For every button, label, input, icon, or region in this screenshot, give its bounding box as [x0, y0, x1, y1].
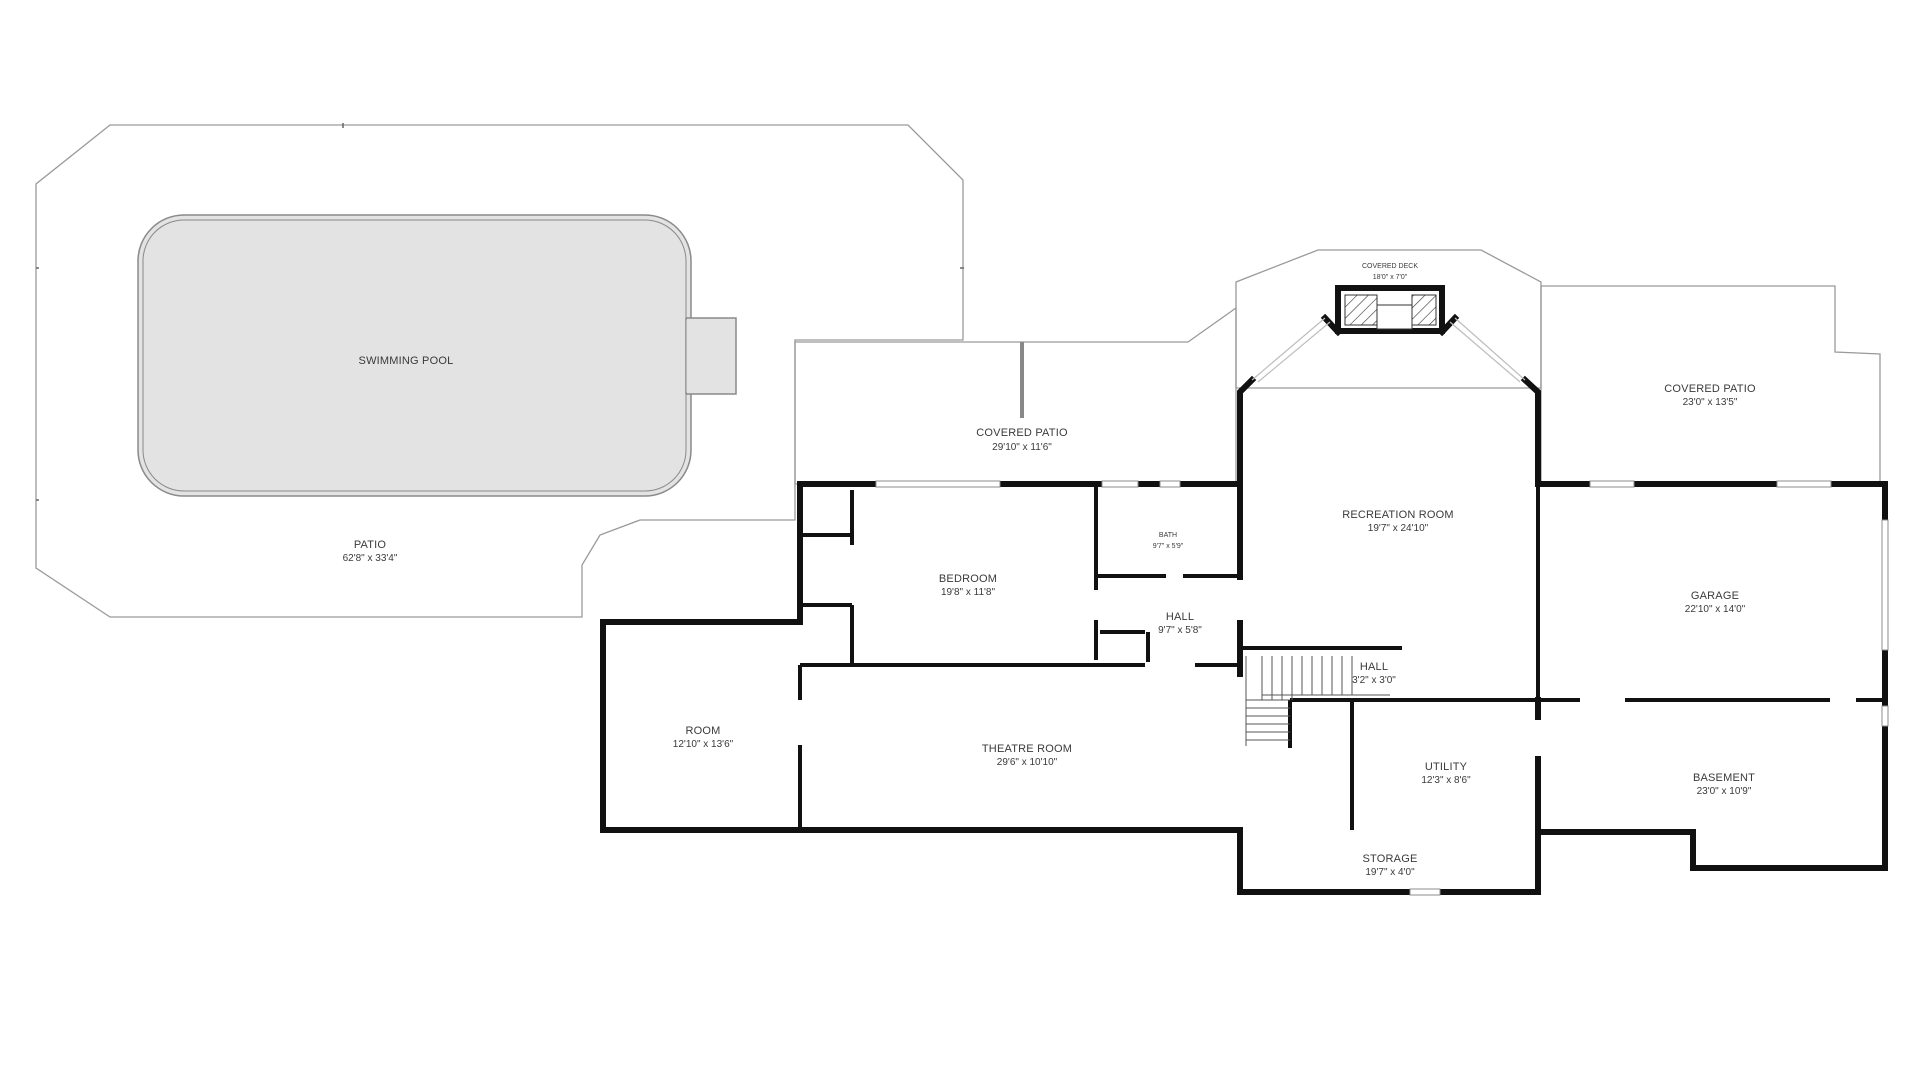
- room-size: 12'10" x 13'6": [673, 739, 734, 750]
- theatre-room-label: THEATRE ROOM: [982, 743, 1072, 755]
- covered-patio-right-label: COVERED PATIO: [1664, 383, 1756, 395]
- theatre-room-size: 29'6" x 10'10": [997, 757, 1058, 768]
- recreation-room-label: RECREATION ROOM: [1342, 509, 1454, 521]
- covered-patio-left-outline: [794, 306, 1237, 485]
- patio-label: PATIO: [354, 539, 387, 551]
- storage-label: STORAGE: [1363, 853, 1418, 865]
- hall-upper-label: HALL: [1166, 611, 1194, 623]
- storage-size: 19'7" x 4'0": [1365, 867, 1415, 878]
- hall-lower-label: HALL: [1360, 661, 1388, 673]
- covered-patio-right-size: 23'0" x 13'5": [1683, 397, 1738, 408]
- utility-label: UTILITY: [1425, 761, 1468, 773]
- covered-patio-left-size: 29'10" x 11'6": [992, 442, 1052, 453]
- basement-label: BASEMENT: [1693, 772, 1755, 784]
- bath-size: 9'7" x 5'9": [1153, 543, 1184, 550]
- hall-upper-size: 9'7" x 5'8": [1158, 625, 1202, 636]
- utility-size: 12'3" x 8'6": [1421, 775, 1471, 786]
- covered-deck-size: 18'0" x 7'0": [1373, 274, 1408, 281]
- garage-label: GARAGE: [1691, 590, 1739, 602]
- patio-outline: [35, 124, 964, 618]
- recreation-room-size: 19'7" x 24'10": [1368, 523, 1429, 534]
- bedroom-label: BEDROOM: [939, 573, 997, 585]
- bath-label: BATH: [1159, 532, 1177, 539]
- windows: [797, 317, 1889, 896]
- pool-steps: [685, 317, 737, 395]
- hall-lower-size: 3'2" x 3'0": [1352, 675, 1396, 686]
- patio-outline-ticks: [36, 123, 964, 501]
- room-label: ROOM: [685, 725, 720, 737]
- fireplace-hearth: [1344, 294, 1378, 326]
- garage-size: 22'10" x 14'0": [1685, 604, 1746, 615]
- covered-patio-left-label: COVERED PATIO: [976, 427, 1068, 439]
- stairs: [1245, 656, 1390, 746]
- basement-size: 23'0" x 10'9": [1697, 786, 1752, 797]
- swimming-pool-label: SWIMMING POOL: [359, 355, 454, 367]
- covered-deck-label: COVERED DECK: [1362, 263, 1418, 270]
- patio-size: 62'8" x 33'4": [343, 553, 398, 564]
- bedroom-size: 19'8" x 11'8": [941, 587, 996, 598]
- covered-deck-outline: [1235, 249, 1542, 389]
